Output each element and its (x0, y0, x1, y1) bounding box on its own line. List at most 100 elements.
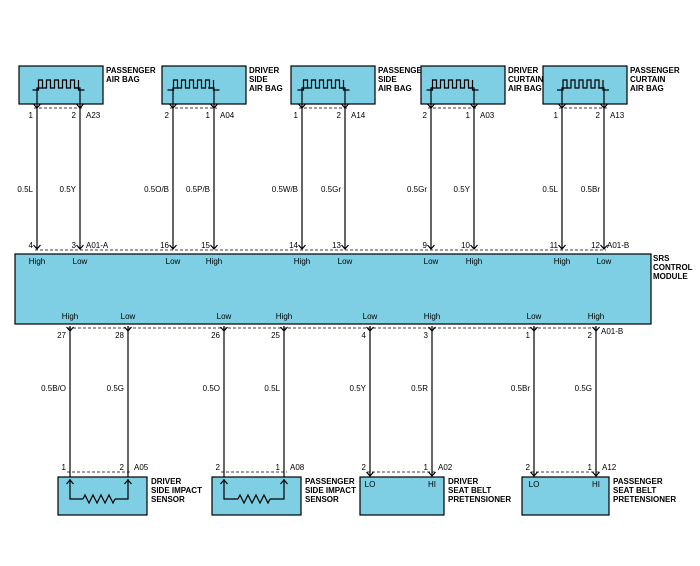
component-pin-number: 1 (62, 463, 67, 472)
driver-curtain-air-bag-label: CURTAIN (508, 75, 544, 84)
passenger-side-impact-sensor-label: SENSOR (305, 495, 339, 504)
signal-label: High (588, 312, 604, 321)
srs-module-label: SRS (653, 254, 670, 263)
module-top-connector-b-id: A01-B (607, 241, 629, 250)
passenger-air-bag-label: AIR BAG (106, 75, 140, 84)
driver-curtain-air-bag-box (420, 65, 506, 105)
wire-color-label: 0.5P/B (186, 185, 210, 194)
driver-curtain-air-bag-connector-id: A03 (480, 111, 495, 120)
component-pin-number: 1 (466, 111, 471, 120)
module-pin-arrow (33, 244, 41, 250)
module-pin-arrow (210, 244, 218, 250)
driver-curtain-air-bag-label: AIR BAG (508, 84, 542, 93)
driver-curtain-air-bag-label: DRIVER (508, 66, 538, 75)
module-pin-number: 25 (271, 331, 280, 340)
module-pin-number: 2 (588, 331, 593, 340)
module-pin-number: 11 (550, 241, 559, 250)
wire-color-label: 0.5Gr (407, 185, 427, 194)
driver-side-impact-sensor-pin-arrow (66, 479, 74, 485)
passenger-curtain-air-bag-box (542, 65, 628, 105)
component-pin-number: 1 (294, 111, 299, 120)
module-pin-arrow (298, 244, 306, 250)
signal-label: High (554, 257, 570, 266)
passenger-side-air-bag-squib-icon (297, 79, 350, 91)
component-terminal-label: HI (592, 480, 600, 489)
passenger-side-impact-sensor-lead-a (223, 479, 238, 500)
driver-side-air-bag-squib-icon (167, 79, 220, 91)
driver-side-impact-sensor-lead-b (115, 479, 129, 500)
passenger-curtain-air-bag-inner-lead-a (561, 87, 568, 104)
driver-side-impact-sensor-label: SENSOR (151, 495, 185, 504)
passenger-curtain-air-bag-label: PASSENGER (630, 66, 680, 75)
component-terminal-label: LO (365, 480, 376, 489)
component-pin-number: 1 (276, 463, 281, 472)
component-pin-arrow (428, 471, 436, 477)
wire-color-label: 0.5G (575, 384, 592, 393)
signal-label: Low (597, 257, 612, 266)
passenger-seat-belt-pretensioner-box (521, 476, 610, 516)
module-pin-arrow (470, 244, 478, 250)
module-pin-arrow (600, 244, 608, 250)
module-pin-arrow (169, 244, 177, 250)
module-pin-number: 1 (526, 331, 531, 340)
component-pin-number: 2 (72, 111, 77, 120)
passenger-air-bag-squib-icon (32, 79, 85, 91)
passenger-curtain-air-bag-connector-id: A13 (610, 111, 625, 120)
driver-side-impact-sensor-resistor-icon (82, 493, 116, 505)
component-pin-arrow (366, 471, 374, 477)
module-pin-number: 27 (57, 331, 66, 340)
driver-side-air-bag-label: DRIVER (249, 66, 279, 75)
component-pin-arrow (530, 471, 538, 477)
wire-color-label: 0.5Br (511, 384, 530, 393)
signal-label: High (424, 312, 440, 321)
module-pin-number: 12 (591, 241, 600, 250)
component-pin-number: 1 (424, 463, 429, 472)
driver-seat-belt-pretensioner-connector-id: A02 (438, 463, 453, 472)
signal-label: High (62, 312, 78, 321)
signal-label: Low (363, 312, 378, 321)
component-terminal-label: LO (529, 480, 540, 489)
module-pin-number: 14 (289, 241, 298, 250)
passenger-side-air-bag-label: SIDE (378, 75, 397, 84)
wire-color-label: 0.5O (203, 384, 220, 393)
wire-color-label: 0.5L (17, 185, 33, 194)
component-pin-number: 2 (526, 463, 531, 472)
signal-label: High (29, 257, 45, 266)
signal-label: Low (527, 312, 542, 321)
module-pin-number: 3 (72, 241, 77, 250)
driver-side-impact-sensor-lead-a (69, 479, 83, 500)
module-pin-number: 10 (461, 241, 470, 250)
passenger-curtain-air-bag-label: CURTAIN (630, 75, 666, 84)
component-terminal-label: HI (428, 480, 436, 489)
driver-side-impact-sensor-connector-id: A05 (134, 463, 149, 472)
module-pin-arrow (341, 244, 349, 250)
passenger-seat-belt-pretensioner-connector-id: A12 (602, 463, 617, 472)
srs-module-label: MODULE (653, 272, 688, 281)
passenger-side-impact-sensor-lead-b (270, 479, 285, 500)
srs-control-module (14, 253, 652, 325)
module-pin-number: 28 (115, 331, 124, 340)
component-pin-number: 2 (165, 111, 170, 120)
component-pin-number: 2 (337, 111, 342, 120)
driver-side-air-bag-connector-id: A04 (220, 111, 235, 120)
module-pin-number: 3 (424, 331, 429, 340)
driver-seat-belt-pretensioner-box (359, 476, 445, 516)
driver-side-impact-sensor-box (57, 476, 148, 516)
srs-module-label: CONTROL (653, 263, 693, 272)
passenger-side-impact-sensor-connector-id: A08 (290, 463, 305, 472)
component-pin-arrow (592, 471, 600, 477)
signal-label: High (206, 257, 222, 266)
module-pin-arrow (558, 244, 566, 250)
wire-color-label: 0.5G (107, 384, 124, 393)
passenger-air-bag-label: PASSENGER (106, 66, 156, 75)
passenger-side-impact-sensor-label: PASSENGER (305, 477, 355, 486)
passenger-side-air-bag-label: PASSENGER (378, 66, 428, 75)
module-pin-number: 13 (332, 241, 341, 250)
passenger-seat-belt-pretensioner-label: PASSENGER (613, 477, 663, 486)
component-pin-number: 1 (588, 463, 593, 472)
driver-seat-belt-pretensioner-label: DRIVER (448, 477, 478, 486)
passenger-side-air-bag-inner-lead-a (301, 87, 308, 104)
driver-side-air-bag-box (161, 65, 247, 105)
wire-color-label: 0.5R (411, 384, 428, 393)
